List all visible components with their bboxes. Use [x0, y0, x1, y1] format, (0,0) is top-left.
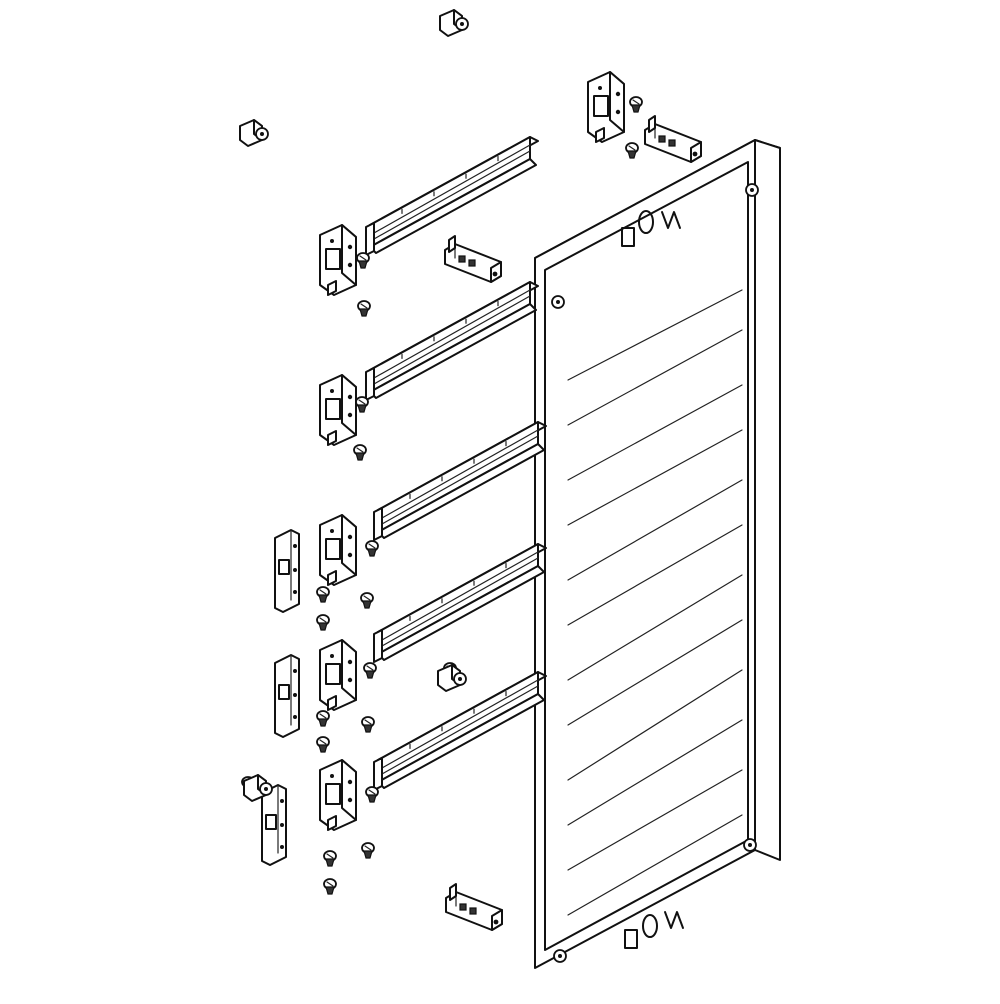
screw [323, 878, 337, 895]
nut-clamp [243, 774, 273, 802]
din-rail [365, 281, 539, 401]
cover-panel [534, 139, 781, 969]
screw [625, 142, 639, 159]
mounting-bracket [319, 759, 357, 831]
screws-group [241, 96, 643, 895]
terminal-block [444, 235, 502, 283]
din-rail [373, 671, 547, 791]
screw [316, 710, 330, 727]
screw [629, 96, 643, 113]
terminal-blocks-group [444, 115, 702, 931]
screw [361, 842, 375, 859]
screw [363, 662, 377, 679]
screw [316, 586, 330, 603]
spacer-plate [274, 654, 300, 738]
screw [316, 736, 330, 753]
screw [360, 592, 374, 609]
nut-clamp [239, 119, 269, 147]
rails-group [365, 136, 547, 791]
panel-bottom-cutouts [624, 911, 684, 949]
screw [356, 252, 370, 269]
clamps-group [239, 9, 469, 802]
mounting-bracket [319, 514, 357, 586]
screw [357, 300, 371, 317]
screw [365, 786, 379, 803]
mounting-bracket [587, 71, 625, 143]
din-rail [365, 136, 539, 256]
screw [361, 716, 375, 733]
panel-label-lines [567, 289, 743, 916]
screw [355, 396, 369, 413]
panel-corner-screws [551, 183, 759, 963]
spacer-plate [274, 529, 300, 613]
screw [316, 614, 330, 631]
nut-clamp [437, 664, 467, 692]
mounting-bracket [319, 639, 357, 711]
mounting-bracket [319, 374, 357, 446]
terminal-block [445, 883, 503, 931]
mounting-bracket [319, 224, 357, 296]
screw [323, 850, 337, 867]
din-rail [373, 543, 547, 663]
brackets-group [319, 71, 625, 831]
screw [353, 444, 367, 461]
terminal-block [644, 115, 702, 163]
din-rail [373, 421, 547, 541]
spacer-plates-group [261, 529, 300, 866]
screw [365, 540, 379, 557]
spacer-plate [261, 784, 287, 866]
panel-top-cutouts [621, 210, 681, 247]
nut-clamp [439, 9, 469, 37]
